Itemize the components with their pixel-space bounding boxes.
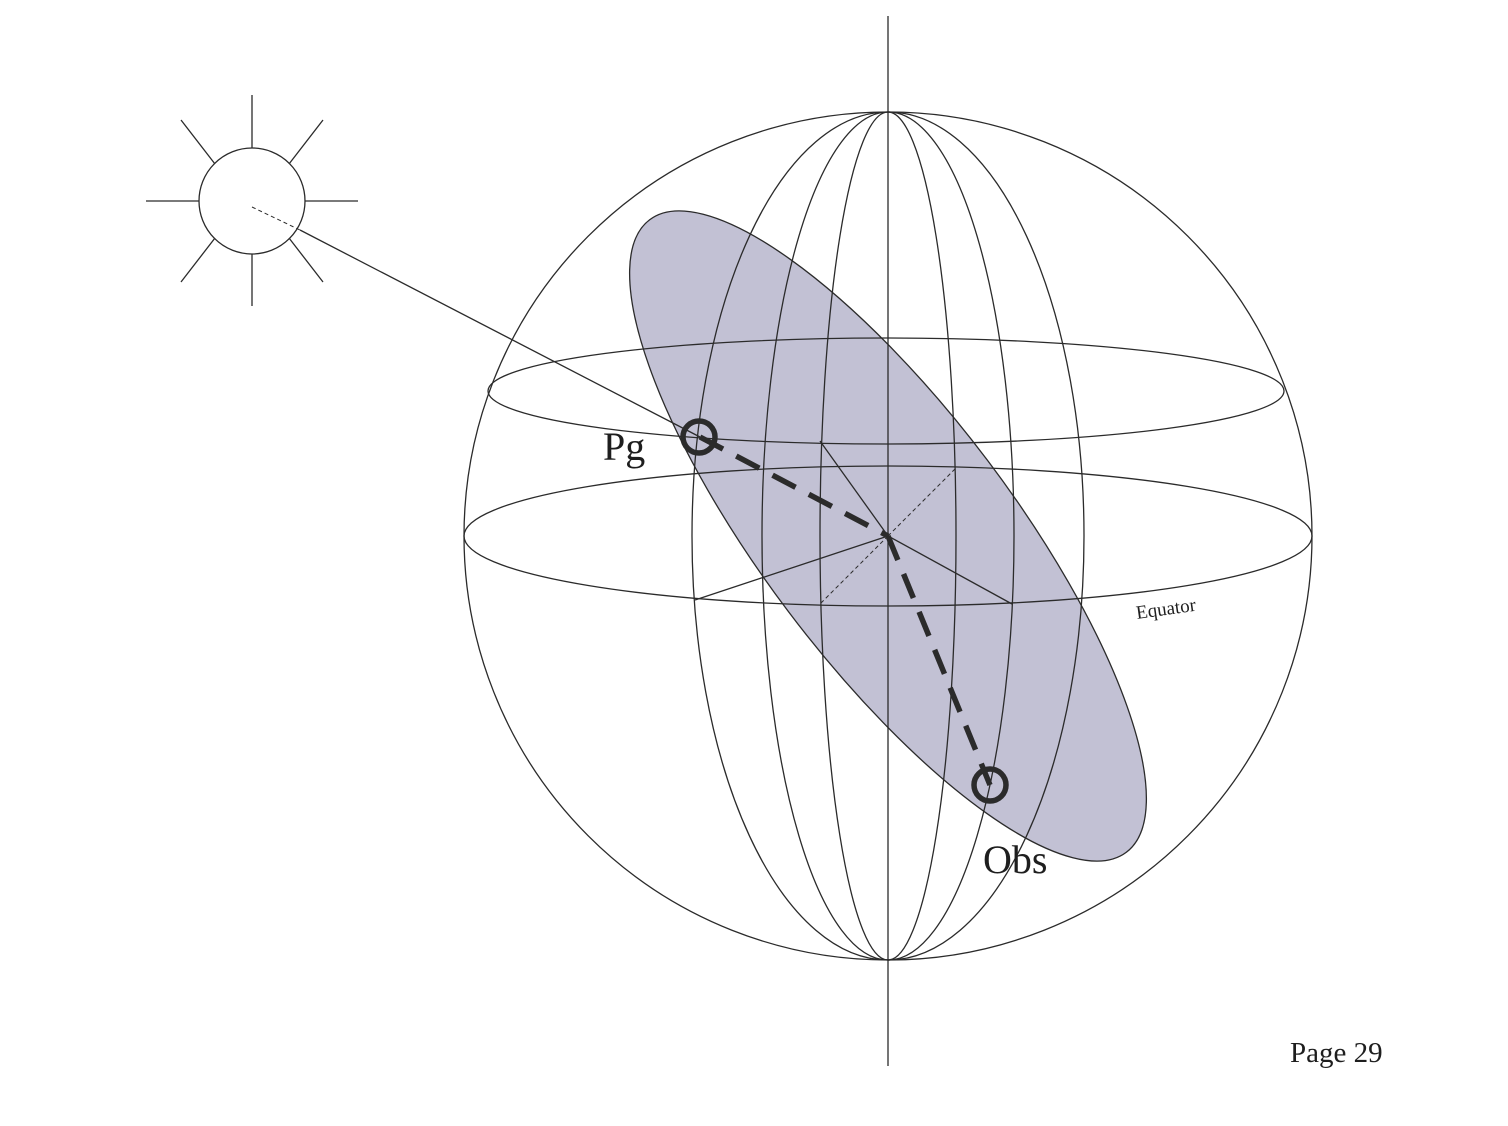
sun-ray	[299, 229, 701, 438]
observer-marker	[971, 766, 1009, 804]
meridians	[691, 111, 1085, 961]
page-number: Page 29	[1290, 1037, 1383, 1069]
equator-label: Equator	[1135, 595, 1198, 624]
sun-ray-inner	[251, 206, 301, 231]
radius-to-subsolar-point	[698, 434, 890, 539]
radius-to-observer	[885, 534, 993, 787]
subsolar-point-label: Pg	[603, 424, 645, 469]
equatorial-radials	[694, 440, 1013, 605]
observer-label: Obs	[983, 837, 1047, 882]
parallel-circle	[487, 337, 1285, 445]
sun-icon	[146, 95, 358, 306]
equator-circle	[463, 465, 1313, 607]
subsolar-point-marker	[680, 418, 718, 456]
